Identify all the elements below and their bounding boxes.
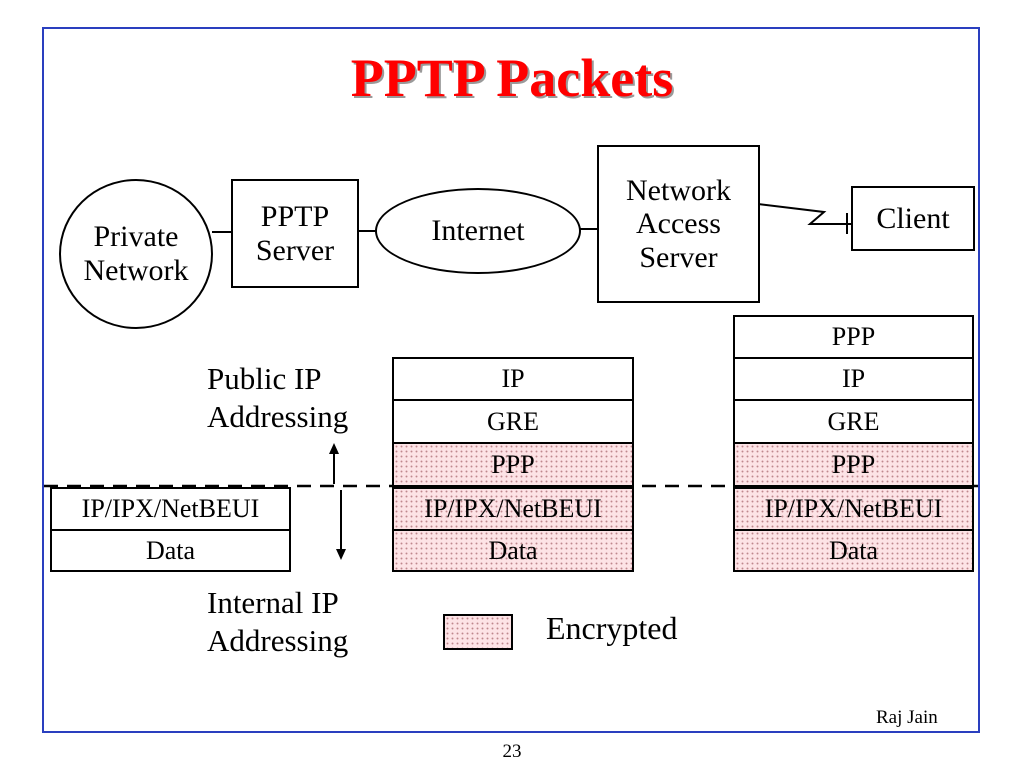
packet-middle-layer-label: Data <box>488 535 538 565</box>
packet-left-layer: Data <box>50 529 291 572</box>
private-network-label-line2: Network <box>83 254 189 287</box>
internal-ip-label-line1: Internal IP <box>207 585 339 620</box>
packet-middle-layer-label: GRE <box>487 406 539 436</box>
packet-right-layer-encrypted: IP/IPX/NetBEUI <box>733 487 974 531</box>
packet-right-layer-label: PPP <box>831 322 876 351</box>
packet-right-layer-label: PPP <box>831 449 876 479</box>
pptp-server-label-line1: PPTP <box>260 199 330 233</box>
internal-ip-label-line2: Addressing <box>207 623 349 658</box>
nas-label-line2: Access <box>636 207 721 241</box>
packet-right-layer-label: Data <box>828 535 879 565</box>
arrow-down-head <box>336 549 346 560</box>
packet-right-layer: IP <box>733 357 974 401</box>
nas-label-line1: Network <box>626 173 731 207</box>
public-ip-label-line2: Addressing <box>207 399 349 434</box>
packet-right-layer-encrypted: Data <box>733 529 974 572</box>
packet-middle-layer-label: IP/IPX/NetBEUI <box>424 494 602 523</box>
packet-left-layer-label: IP/IPX/NetBEUI <box>81 494 260 523</box>
packet-middle-layer-encrypted: IP/IPX/NetBEUI <box>392 487 634 531</box>
public-ip-label: Public IP Addressing <box>207 360 348 436</box>
encrypted-legend-label: Encrypted <box>546 610 678 646</box>
packet-middle-layer-label: IP <box>501 364 525 393</box>
encrypted-legend-swatch <box>443 614 513 650</box>
network-access-server-node: Network Access Server <box>597 145 760 303</box>
internet-node: Internet <box>375 188 581 274</box>
packet-middle-layer-encrypted: PPP <box>392 442 634 487</box>
pptp-server-label-line2: Server <box>255 233 335 267</box>
packet-middle-layer-label: PPP <box>491 449 535 479</box>
page-number: 23 <box>502 741 522 762</box>
packet-middle-layer: IP <box>392 357 634 401</box>
internet-label: Internet <box>431 214 525 248</box>
packet-right-layer-label: IP/IPX/NetBEUI <box>764 494 943 523</box>
client-label: Client <box>876 201 950 235</box>
packet-right-layer-encrypted: PPP <box>733 442 974 487</box>
author-credit: Raj Jain <box>876 707 938 728</box>
nas-label-line3: Server <box>639 240 718 274</box>
link-nas-client <box>757 203 852 225</box>
packet-middle-layer-encrypted: Data <box>392 529 634 572</box>
packet-left-layer: IP/IPX/NetBEUI <box>50 487 291 531</box>
slide-frame <box>42 27 980 733</box>
packet-right-layer: PPP <box>733 315 974 359</box>
packet-right-layer: GRE <box>733 399 974 444</box>
arrow-up-head <box>329 443 339 454</box>
slide-title: PPTP Packets <box>350 48 674 108</box>
private-network-label-line1: Private <box>93 220 179 254</box>
client-node: Client <box>851 186 975 251</box>
packet-left-layer-label: Data <box>145 535 196 565</box>
packet-right-layer-label: IP <box>841 364 866 393</box>
packet-right-layer-label: GRE <box>827 406 880 436</box>
packet-middle-layer: GRE <box>392 399 634 444</box>
pptp-server-node: PPTP Server <box>231 179 359 288</box>
private-network-node: Private Network <box>59 179 213 329</box>
internal-ip-label: Internal IP Addressing <box>207 584 348 660</box>
public-ip-label-line1: Public IP <box>207 361 322 396</box>
